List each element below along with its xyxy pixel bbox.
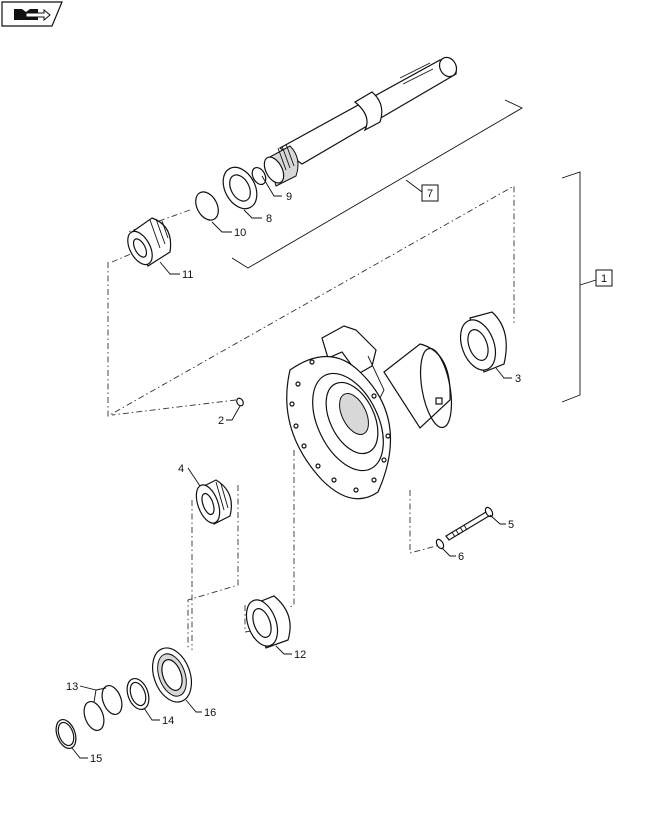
bearing-part-11 — [127, 217, 172, 267]
bushing-part-9 — [251, 166, 267, 186]
pin-part-2 — [236, 397, 244, 407]
callout-11: 11 — [182, 269, 193, 281]
ring-part-14 — [126, 677, 150, 711]
group-1-bracket — [561, 171, 597, 403]
ring-part-13b — [83, 700, 105, 732]
nav-badge[interactable] — [1, 1, 63, 27]
callout-4: 4 — [178, 463, 184, 475]
callout-9: 9 — [286, 191, 292, 203]
callout-1-box — [595, 269, 613, 287]
seal-part-16 — [151, 647, 193, 703]
seal-ring-part-8 — [222, 166, 258, 210]
callout-6: 6 — [458, 551, 464, 563]
callout-2: 2 — [218, 415, 224, 427]
callout-10: 10 — [234, 227, 246, 239]
leader-lines — [71, 175, 512, 759]
callout-15: 15 — [90, 753, 102, 765]
bearing-cup-part-3 — [459, 311, 507, 373]
callout-5: 5 — [508, 519, 514, 531]
ring-part-13a — [101, 684, 123, 716]
callout-8: 8 — [266, 213, 272, 225]
callout-16: 16 — [204, 707, 216, 719]
callout-14: 14 — [162, 715, 174, 727]
axle-shaft — [263, 56, 458, 187]
callout-7: 7 — [427, 188, 433, 200]
bolt-part-5 — [445, 506, 494, 541]
callout-1: 1 — [601, 273, 607, 285]
bearing-cup-part-12 — [245, 595, 291, 649]
bearing-part-4 — [195, 479, 232, 525]
book-arrow-icon — [14, 8, 51, 22]
washer-part-6 — [435, 538, 445, 550]
o-ring-part-10 — [195, 191, 219, 221]
group-7-bracket — [231, 99, 523, 269]
callout-12: 12 — [294, 649, 306, 661]
spindle-housing — [286, 325, 453, 500]
callout-13: 13 — [66, 681, 78, 693]
callout-3: 3 — [515, 373, 521, 385]
callout-labels: 1 7 2 3 4 5 6 8 9 10 11 12 13 14 15 16 — [66, 184, 613, 765]
callout-7-box — [421, 184, 439, 202]
snap-ring-part-15 — [55, 718, 77, 750]
